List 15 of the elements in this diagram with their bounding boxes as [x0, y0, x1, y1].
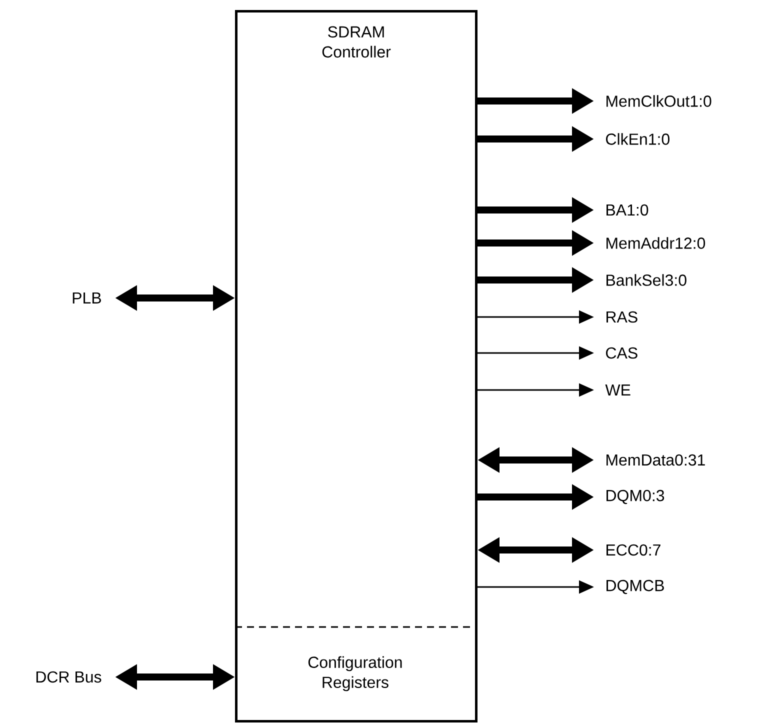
signal-label: MemData0:31: [606, 454, 705, 466]
signal-label: BA1:0: [606, 204, 648, 216]
signal-label: RAS: [606, 311, 638, 323]
signal-label: MemAddr12:0: [606, 237, 706, 249]
signal-label: ClkEn1:0: [606, 133, 670, 145]
signal-label: ECC0:7: [606, 544, 660, 556]
signal-label: BankSel3:0: [606, 274, 686, 286]
signal-label: CAS: [606, 347, 638, 359]
bus-label: PLB: [72, 292, 101, 304]
register-section: Configuration Registers: [235, 626, 476, 692]
bus-label: DCR Bus: [36, 671, 102, 683]
signal-label: MemClkOut1:0: [606, 95, 712, 107]
signal-label: WE: [605, 384, 630, 396]
signal-label: DQMCB: [606, 580, 664, 594]
signal-label: DQM0:3: [606, 490, 664, 504]
